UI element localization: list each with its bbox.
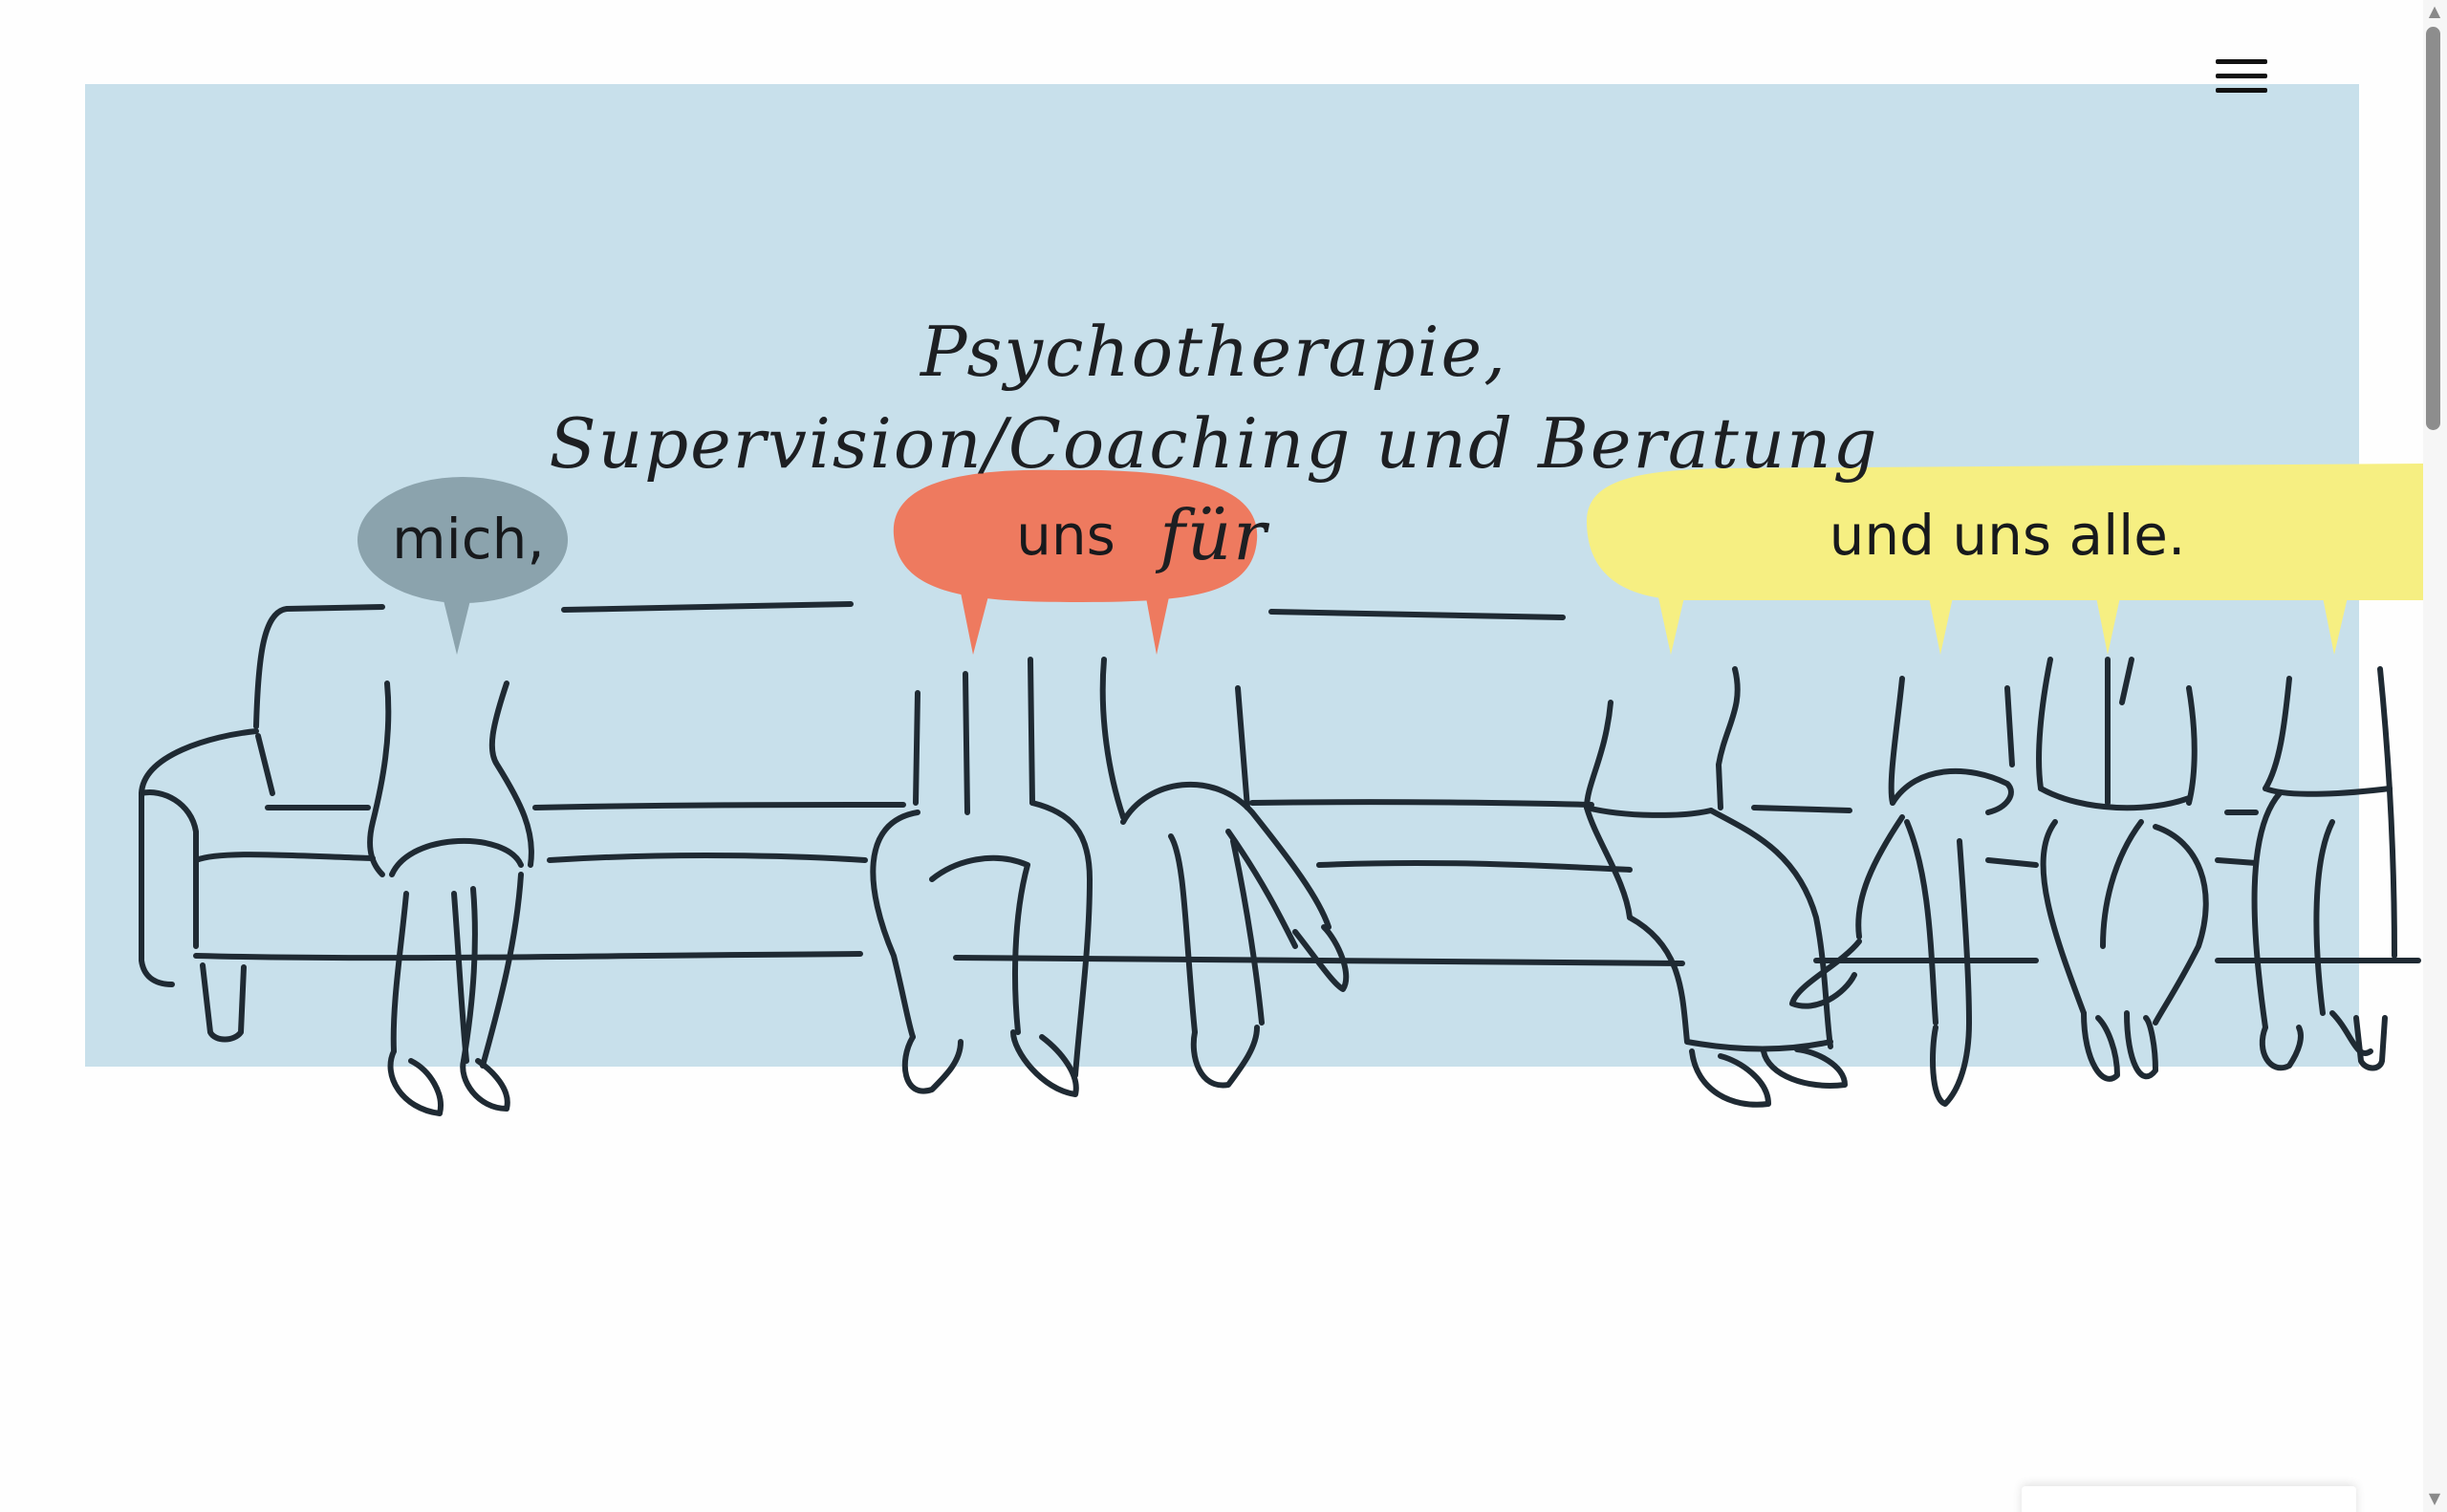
bubble-label-uns: uns xyxy=(1016,503,1115,568)
speech-bubble-mich xyxy=(357,477,568,655)
triangle-down-icon[interactable]: ▼ xyxy=(2428,1489,2441,1507)
scrollbar-thumb[interactable] xyxy=(2426,27,2440,430)
sofa-line-art xyxy=(139,601,2421,1116)
menu-bar xyxy=(2216,59,2267,64)
hamburger-menu-icon[interactable] xyxy=(2208,48,2275,105)
menu-bar xyxy=(2216,74,2267,78)
speech-bubble-all xyxy=(1587,464,2423,655)
bubble-label-mich: mich, xyxy=(392,507,545,572)
menu-bar xyxy=(2216,88,2267,93)
speech-bubble-uns xyxy=(893,469,1258,655)
hero-headline: Psychotherapie, Supervision/Coaching und… xyxy=(549,312,1879,575)
bubble-label-all: und uns alle. xyxy=(1829,503,2186,568)
triangle-up-icon[interactable]: ▲ xyxy=(2428,2,2441,20)
corner-widget[interactable] xyxy=(2022,1486,2356,1512)
